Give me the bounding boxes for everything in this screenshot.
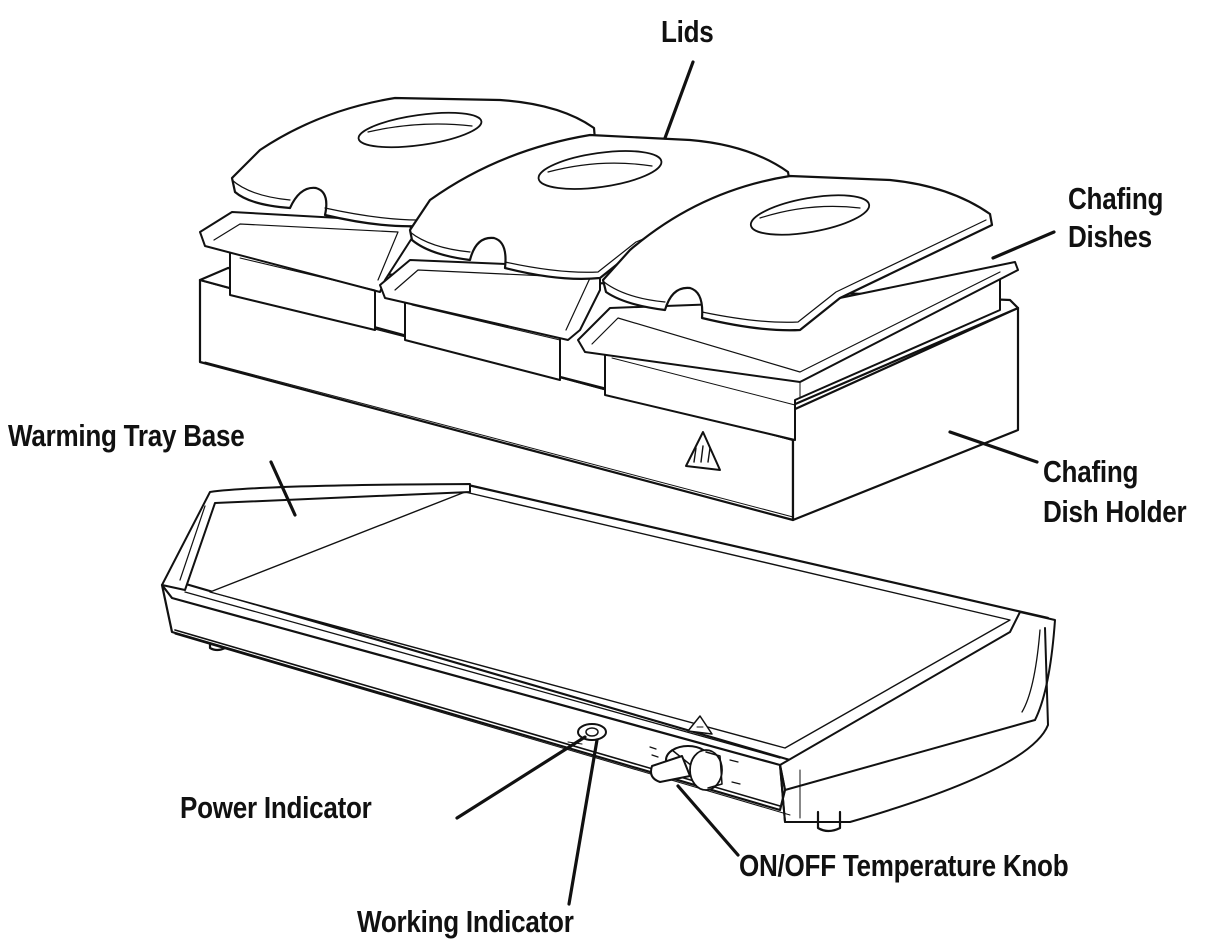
- leader-chafing-dishes: [991, 230, 1056, 260]
- lid-left: [230, 96, 597, 228]
- leader-lines: [269, 60, 1056, 906]
- label-warming-tray-base: Warming Tray Base: [8, 418, 245, 454]
- lid-middle: [408, 133, 792, 280]
- leader-warming-tray-base: [269, 460, 297, 517]
- leader-working-indicator: [567, 738, 599, 906]
- label-working-indicator: Working Indicator: [357, 904, 574, 940]
- label-temperature-knob-text: ON/OFF Temperature Knob: [739, 848, 1069, 883]
- label-warming-tray-base-text: Warming Tray Base: [8, 418, 245, 453]
- label-lids: Lids: [661, 14, 714, 50]
- leader-temperature-knob: [676, 784, 740, 857]
- leader-lids: [663, 60, 695, 140]
- leader-power-indicator: [455, 735, 587, 820]
- tray-warning-icon: [687, 715, 713, 735]
- label-chafing-dishes: Chafing Dishes: [1068, 180, 1163, 256]
- label-power-indicator: Power Indicator: [180, 790, 372, 826]
- label-lids-text: Lids: [661, 14, 714, 49]
- chafing-dish-middle: [379, 259, 601, 381]
- tray-front-face: [160, 583, 787, 812]
- label-chafing-dishes-line1: Chafing: [1068, 181, 1164, 216]
- holder-warning-icon: [685, 431, 721, 471]
- chafing-dish-left: [199, 211, 413, 331]
- lid-right: [601, 174, 994, 332]
- warming-tray-base: [160, 483, 1056, 833]
- label-chafing-dish-holder-line1: Chafing: [1043, 454, 1139, 489]
- label-chafing-dishes-line2: Dishes: [1068, 219, 1152, 254]
- temperature-knob[interactable]: [650, 745, 723, 791]
- label-power-indicator-text: Power Indicator: [180, 790, 372, 825]
- control-panel: [567, 715, 741, 791]
- lids: [230, 96, 994, 332]
- tray-left-handle: [161, 483, 471, 591]
- leader-chafing-dish-holder: [948, 430, 1039, 464]
- label-temperature-knob: ON/OFF Temperature Knob: [739, 848, 1069, 884]
- label-working-indicator-text: Working Indicator: [357, 904, 574, 939]
- label-chafing-dish-holder: Chafing Dish Holder: [1043, 452, 1187, 532]
- label-chafing-dish-holder-line2: Dish Holder: [1043, 494, 1187, 529]
